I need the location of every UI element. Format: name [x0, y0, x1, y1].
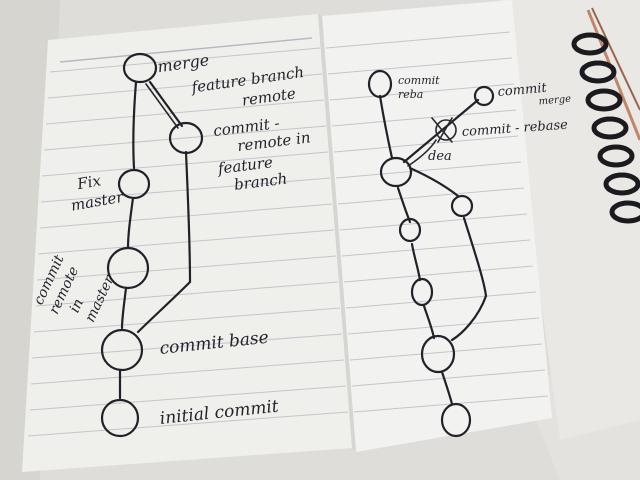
- commit-rebase-node: [435, 119, 457, 141]
- fix-master-node: [117, 168, 151, 200]
- right-notebook: [500, 0, 640, 440]
- main-node-2: [398, 217, 422, 243]
- remote-master-node: [106, 246, 150, 290]
- label-commit-merge: commit merge: [497, 79, 572, 111]
- right-page: [322, 0, 552, 452]
- label-commit-rebase: commit - rebase: [461, 118, 568, 140]
- commit-base-node: [100, 328, 144, 372]
- branch-node-right: [450, 194, 474, 218]
- merge-commit-node: [122, 52, 158, 84]
- main-node-3: [410, 277, 434, 307]
- initial-commit-node: [100, 398, 140, 438]
- feature-commit-node: [168, 121, 204, 155]
- base-node-right: [379, 156, 413, 188]
- main-node-4: [420, 334, 456, 374]
- right-diagram: commit reba commit merge commit - rebase…: [367, 69, 572, 438]
- main-node-5: [440, 402, 472, 438]
- commit-merge-node: [473, 85, 495, 107]
- commit-rebase-small-node: [367, 69, 393, 99]
- label-commit-rebase-small: commit reba: [398, 74, 443, 101]
- label-idea: dea: [428, 149, 452, 164]
- spiral-binding: [571, 32, 640, 224]
